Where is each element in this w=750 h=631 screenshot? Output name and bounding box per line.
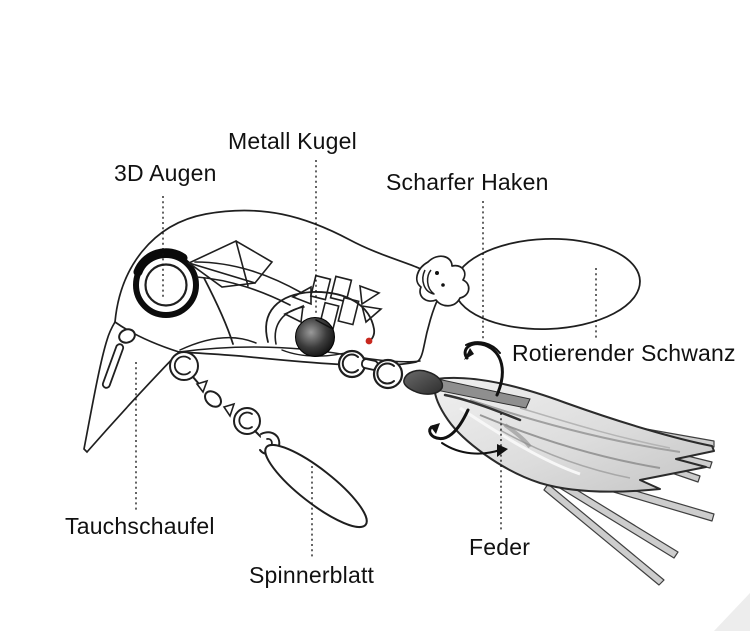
watermark-corner [714, 593, 750, 631]
eye-3d [133, 248, 199, 318]
hook-eye [403, 369, 444, 395]
body-silhouette [83, 209, 443, 454]
leader-lines [135, 160, 597, 558]
lure-body [83, 209, 443, 454]
split-rings [337, 349, 404, 390]
feather-body [433, 376, 715, 493]
label-metall-kugel: Metall Kugel [228, 128, 357, 154]
rotating-tail-blade [453, 238, 641, 330]
joint-clip [415, 255, 470, 307]
label-rotierender-schwanz: Rotierender Schwanz [512, 340, 736, 366]
swivel-chain [169, 351, 368, 529]
label-scharfer-haken: Scharfer Haken [386, 169, 549, 195]
spinner-blade [264, 443, 368, 529]
metal-ball [295, 317, 335, 357]
lip-slot [101, 343, 125, 389]
label-tauchschaufel: Tauchschaufel [65, 513, 215, 539]
treble-hook [403, 341, 522, 457]
red-dot [365, 337, 373, 345]
dorsal-fin [187, 240, 274, 288]
line-tie-eyelet [118, 328, 136, 344]
label-feder: Feder [469, 534, 531, 560]
label-3d-augen: 3D Augen [114, 160, 217, 186]
label-spinnerblatt: Spinnerblatt [249, 562, 375, 588]
feather [432, 376, 715, 493]
